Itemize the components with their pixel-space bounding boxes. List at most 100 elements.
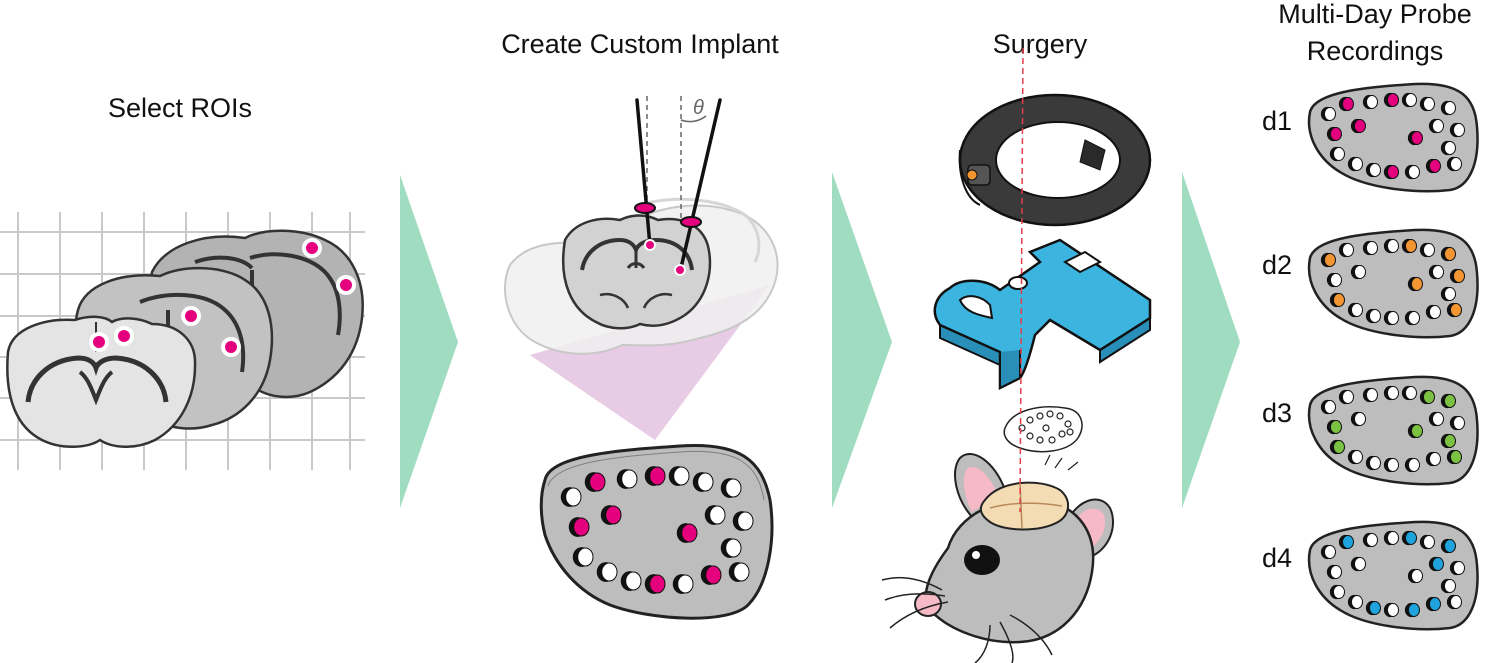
- implant-hole: [1440, 140, 1456, 156]
- implant-hole: [568, 517, 590, 537]
- implant-hole: [1449, 268, 1465, 284]
- implant-hole: [1440, 538, 1456, 554]
- implant-hole: [1425, 304, 1441, 320]
- stage-title-select-rois: Select ROIs: [107, 93, 253, 123]
- roi-marker: [89, 332, 109, 352]
- roi-marker: [221, 337, 241, 357]
- implant-hole: [1428, 556, 1444, 572]
- implant-hole: [1350, 264, 1366, 280]
- implant-hole: [1449, 560, 1465, 576]
- headstage-screw: [966, 169, 978, 181]
- implant-hole: [1425, 596, 1441, 612]
- implant-hole: [1383, 530, 1399, 546]
- implant-hole: [1407, 423, 1423, 439]
- implant-hole: [1362, 532, 1378, 548]
- implant-hole: [1425, 451, 1441, 467]
- implant-hole: [1326, 419, 1342, 435]
- implant-hole: [1440, 433, 1456, 449]
- implant-hole: [644, 466, 666, 486]
- implant-hole: [1347, 302, 1363, 318]
- day-label-d3: d3: [1262, 398, 1293, 428]
- roi-marker: [302, 238, 322, 258]
- implant-hole: [1419, 534, 1435, 550]
- implant-hole: [1407, 130, 1423, 146]
- implant-hole: [1383, 164, 1399, 180]
- roi-marker: [181, 306, 201, 326]
- implant-hole: [1326, 126, 1342, 142]
- probe-rings: [634, 202, 702, 228]
- implant-hole: [1404, 457, 1420, 473]
- probe-angled: [678, 98, 722, 274]
- implant-hole: [668, 466, 690, 486]
- implant-hole: [728, 562, 750, 582]
- angle-theta-label: θ: [693, 97, 704, 119]
- implant-hole: [1428, 411, 1444, 427]
- probe-targets: [644, 239, 686, 276]
- implant-hole: [1329, 292, 1345, 308]
- implant-hole: [616, 469, 638, 489]
- implant-hole: [720, 478, 742, 498]
- implant-hole: [1365, 308, 1381, 324]
- implant-hole: [700, 565, 722, 585]
- implant-hole: [1440, 578, 1456, 594]
- implant-hole: [1446, 156, 1462, 172]
- headstage-ring: [958, 93, 1152, 227]
- roi-marker: [336, 275, 356, 295]
- implant-hole: [1338, 389, 1354, 405]
- probe-vertical: [635, 98, 652, 248]
- flow-arrows: [400, 172, 1240, 508]
- flow-arrow-3: [1182, 172, 1240, 508]
- implant-hole: [1446, 594, 1462, 610]
- implant-hole: [720, 538, 742, 558]
- implant-hole: [704, 505, 726, 525]
- stage-title-create-implant: Create Custom Implant: [501, 29, 779, 59]
- day-label-d4: d4: [1262, 543, 1293, 573]
- implant-hole: [1440, 100, 1456, 116]
- brain-slice-front: [6, 315, 197, 448]
- brain-coronal-slice: [561, 214, 712, 330]
- angle-arc: [680, 115, 707, 123]
- implant-hole: [1365, 455, 1381, 471]
- implant-hole: [1425, 158, 1441, 174]
- implant-hole: [1365, 600, 1381, 616]
- implant-hole: [1350, 556, 1366, 572]
- implant-hole: [1338, 96, 1354, 112]
- implant-hole: [1329, 584, 1345, 600]
- day-label-d1: d1: [1262, 106, 1293, 136]
- implant-hole: [572, 547, 594, 567]
- implant-hole: [1347, 449, 1363, 465]
- day-implants: [1307, 82, 1479, 631]
- implant-hole: [1449, 415, 1465, 431]
- implant-hole: [1383, 602, 1399, 618]
- implant-hole: [1449, 122, 1465, 138]
- implant-hole: [1350, 411, 1366, 427]
- implant-hole: [1362, 240, 1378, 256]
- implant-hole: [1362, 94, 1378, 110]
- implant-hole: [1401, 238, 1417, 254]
- implant-hole: [1383, 457, 1399, 473]
- implant-hole: [1326, 564, 1342, 580]
- implant-hole: [1419, 96, 1435, 112]
- implant-hole: [560, 487, 582, 507]
- implant-hole: [1383, 310, 1399, 326]
- implant-hole: [1347, 594, 1363, 610]
- implant-hole: [1428, 118, 1444, 134]
- implant-hole: [1350, 118, 1366, 134]
- implant-hole: [1320, 252, 1336, 268]
- implant-hole: [1407, 276, 1423, 292]
- implant-hole: [1440, 286, 1456, 302]
- implant-hole: [1446, 302, 1462, 318]
- implant-hole: [1401, 530, 1417, 546]
- flow-arrow-1: [400, 175, 458, 508]
- implant-hole: [1329, 146, 1345, 162]
- implant-hole: [676, 523, 698, 543]
- implant-hole: [1320, 399, 1336, 415]
- implant-hole: [1407, 568, 1423, 584]
- implant-hole: [1329, 439, 1345, 455]
- flow-arrow-2: [832, 172, 892, 508]
- implant-hole: [1326, 272, 1342, 288]
- implant-hole: [1404, 164, 1420, 180]
- implant-hole: [1338, 242, 1354, 258]
